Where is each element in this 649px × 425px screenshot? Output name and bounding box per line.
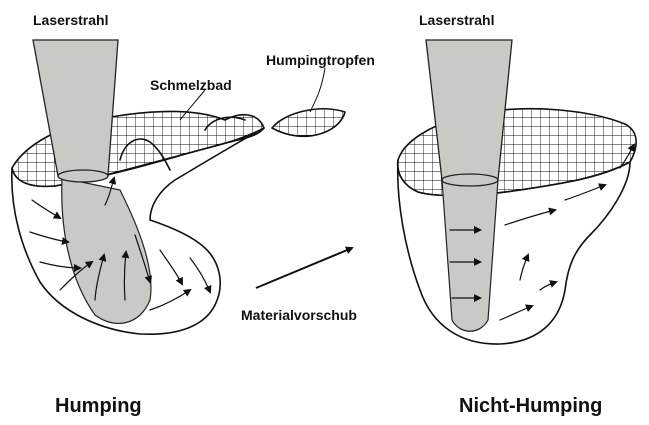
left-laser-label: Laserstrahl xyxy=(33,12,108,28)
non-humping-weld-figure xyxy=(390,40,645,344)
droplet-leader xyxy=(310,68,325,112)
humping-droplet-label: Humpingtropfen xyxy=(266,52,375,68)
humping-caption: Humping xyxy=(55,395,142,417)
melt-pool-label: Schmelzbad xyxy=(150,77,232,93)
material-feed-arrow xyxy=(256,248,352,288)
non-humping-caption: Nicht-Humping xyxy=(459,395,602,417)
right-laser-label: Laserstrahl xyxy=(419,12,494,28)
material-feed-label: Materialvorschub xyxy=(241,307,357,323)
